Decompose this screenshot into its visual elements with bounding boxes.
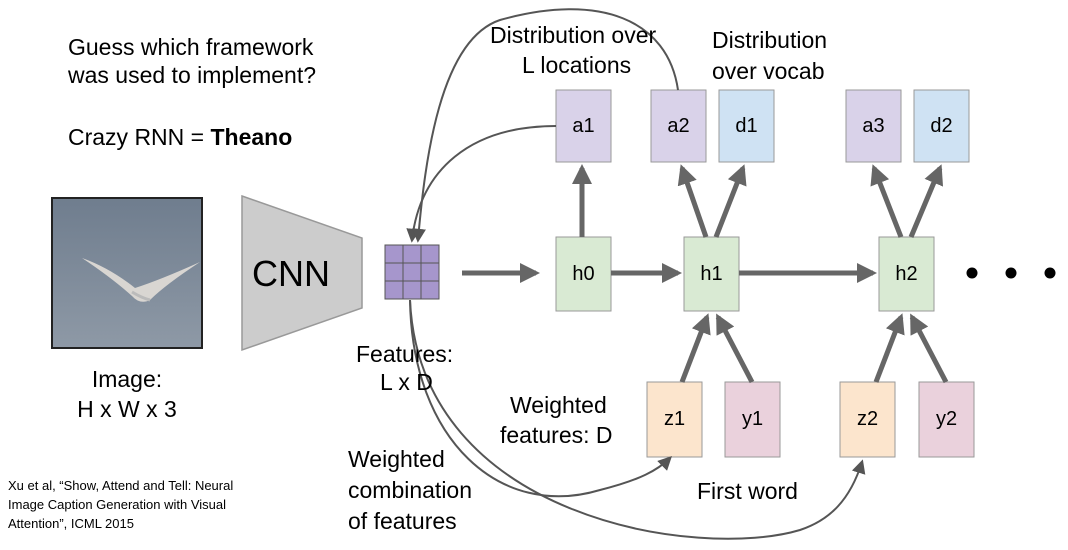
dist-vocab-line2: over vocab xyxy=(712,58,825,84)
d2-node xyxy=(913,89,970,163)
weighted-combination-line3: of features xyxy=(348,508,457,534)
a1-label: a1 xyxy=(572,115,595,137)
framework-answer: Crazy RNN = Theano xyxy=(68,122,292,152)
input-image xyxy=(51,197,203,349)
dist-locations-line1: Distribution over xyxy=(490,22,657,48)
image-caption-line1: Image: xyxy=(91,366,163,392)
a2-node xyxy=(650,89,707,163)
h0-label: h0 xyxy=(572,263,595,285)
a3-label: a3 xyxy=(862,115,885,137)
question-line1: Guess which framework xyxy=(68,34,314,60)
y2-label: y2 xyxy=(935,408,958,430)
citation-line1: Xu et al, “Show, Attend and Tell: Neural xyxy=(8,478,234,493)
h1-label: h1 xyxy=(700,263,723,285)
answer-prefix: Crazy RNN = xyxy=(68,124,211,150)
thick-arrows xyxy=(462,164,949,384)
weighted-features-line2: features: D xyxy=(500,422,613,448)
ellipsis-dots xyxy=(966,267,1056,279)
d2-label: d2 xyxy=(930,115,953,137)
z1-node xyxy=(646,381,703,458)
h0-node xyxy=(555,236,612,312)
answer-theano: Theano xyxy=(210,124,293,150)
h2-label: h2 xyxy=(895,263,918,285)
dist-locations-line2: L locations xyxy=(522,52,632,78)
z2-node xyxy=(839,381,896,458)
a2-label: a2 xyxy=(667,115,690,137)
feature-grid xyxy=(384,244,440,300)
d1-node xyxy=(718,89,775,163)
citation-line2: Image Caption Generation with Visual xyxy=(8,497,226,512)
dist-vocab-line1: Distribution xyxy=(712,27,828,53)
h2-node xyxy=(878,236,935,312)
question-line2: was used to implement? xyxy=(68,62,317,88)
attention-curves xyxy=(406,8,866,540)
y2-node xyxy=(918,381,975,458)
weighted-combination-line1: Weighted xyxy=(348,446,445,472)
d1-label: d1 xyxy=(735,115,758,137)
features-caption-line2: L x D xyxy=(380,369,433,395)
z1-label: z1 xyxy=(663,408,686,430)
features-caption-line1: Features: xyxy=(356,341,454,367)
first-word-label: First word xyxy=(697,478,798,504)
cnn-block xyxy=(241,194,363,352)
weighted-features-line1: Weighted xyxy=(510,392,607,418)
a3-node xyxy=(845,89,902,163)
y1-label: y1 xyxy=(741,408,764,430)
citation-line3: Attention”, ICML 2015 xyxy=(8,516,134,531)
image-caption-line2: H x W x 3 xyxy=(77,396,177,422)
y1-node xyxy=(724,381,781,458)
a1-node xyxy=(555,89,612,163)
z2-label: z2 xyxy=(856,408,879,430)
weighted-combination-line2: combination xyxy=(348,477,473,503)
cnn-label: CNN xyxy=(252,253,330,294)
